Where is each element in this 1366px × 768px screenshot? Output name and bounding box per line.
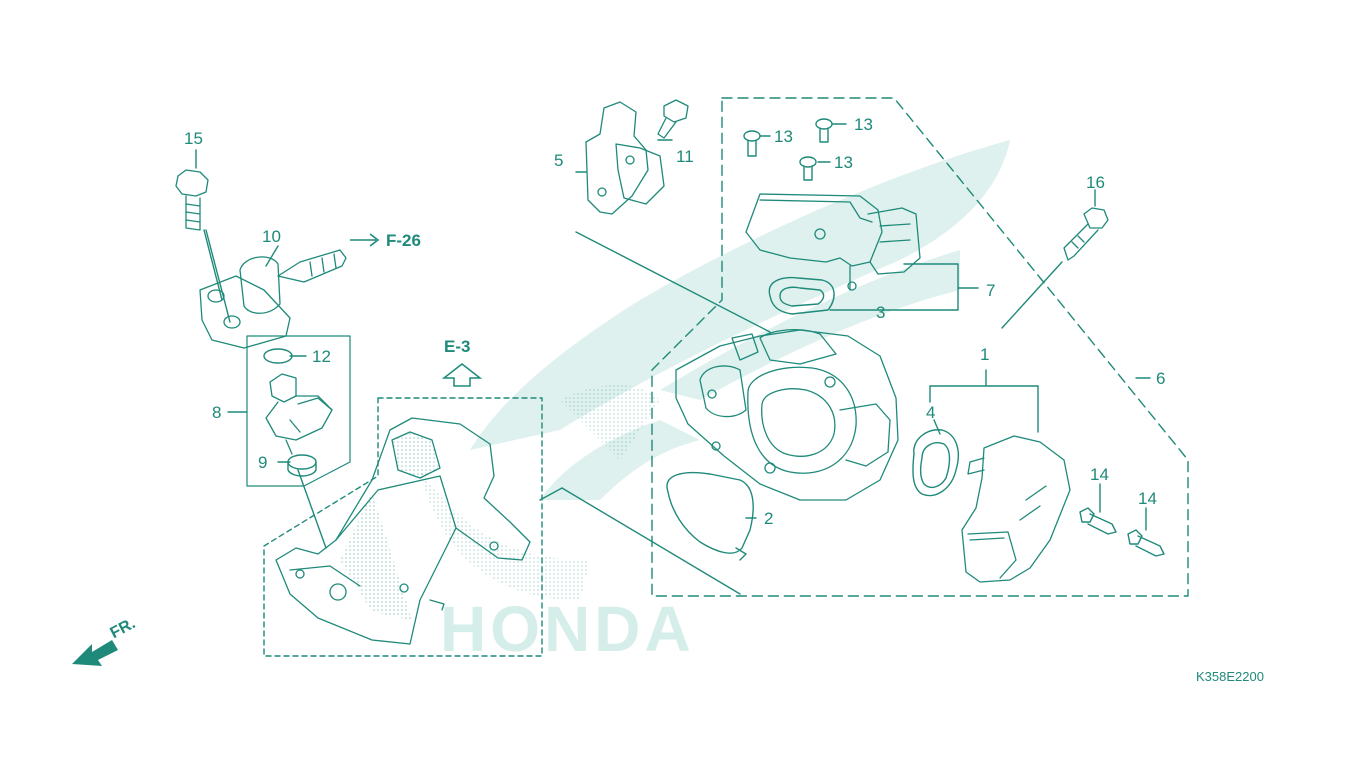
callout-11: 11 bbox=[676, 147, 694, 166]
bolt-16 bbox=[1063, 207, 1109, 261]
screw-13b bbox=[815, 118, 833, 143]
bolt-11 bbox=[657, 99, 689, 139]
callout-13b: 13 bbox=[854, 115, 873, 134]
callout-14a: 14 bbox=[1090, 465, 1109, 484]
front-arrow-icon bbox=[72, 640, 118, 666]
bolt-14a bbox=[1079, 507, 1117, 535]
ref-f26[interactable]: F-26 bbox=[386, 231, 421, 250]
callout-16: 16 bbox=[1086, 173, 1105, 192]
callout-13a: 13 bbox=[774, 127, 793, 146]
watermark-text: HONDA bbox=[440, 593, 695, 665]
callout-14b: 14 bbox=[1138, 489, 1157, 508]
up-arrow-icon bbox=[441, 363, 483, 387]
callout-5: 5 bbox=[554, 151, 564, 170]
bracket-outline bbox=[263, 397, 543, 657]
callout-4: 4 bbox=[926, 403, 936, 422]
ref-e3[interactable]: E-3 bbox=[444, 337, 471, 356]
callout-10: 10 bbox=[262, 227, 281, 246]
o-ring-12 bbox=[263, 348, 293, 364]
gasket-2 bbox=[666, 471, 754, 554]
callout-9: 9 bbox=[258, 453, 268, 472]
seal-9 bbox=[287, 454, 317, 477]
callout-13c: 13 bbox=[834, 153, 853, 172]
callout-1: 1 bbox=[980, 345, 990, 364]
bracket-casting bbox=[275, 417, 531, 645]
throttle-sensor-1 bbox=[961, 435, 1071, 583]
assembly-6-outline bbox=[651, 97, 1189, 597]
callout-12: 12 bbox=[312, 347, 331, 366]
callout-7: 7 bbox=[986, 281, 996, 300]
gasket-4 bbox=[912, 429, 960, 497]
bracket-5 bbox=[585, 101, 665, 215]
callout-2: 2 bbox=[764, 509, 774, 528]
sensor-7 bbox=[745, 193, 921, 291]
right-arrow-icon bbox=[350, 233, 380, 247]
fuel-fitting-10 bbox=[199, 249, 347, 349]
throttle-body bbox=[675, 329, 899, 501]
callout-6: 6 bbox=[1156, 369, 1166, 388]
callout-8: 8 bbox=[212, 403, 222, 422]
gasket-3 bbox=[768, 276, 835, 315]
honda-wing-watermark bbox=[420, 140, 1010, 600]
diagram-code: K358E2200 bbox=[1196, 669, 1264, 684]
callout-3: 3 bbox=[876, 303, 886, 322]
screw-13a bbox=[743, 130, 761, 157]
screw-13c bbox=[799, 156, 817, 181]
bolt-15 bbox=[175, 169, 209, 231]
injector-8 bbox=[265, 373, 333, 455]
callout-15: 15 bbox=[184, 129, 203, 148]
bolt-14b bbox=[1127, 529, 1165, 557]
